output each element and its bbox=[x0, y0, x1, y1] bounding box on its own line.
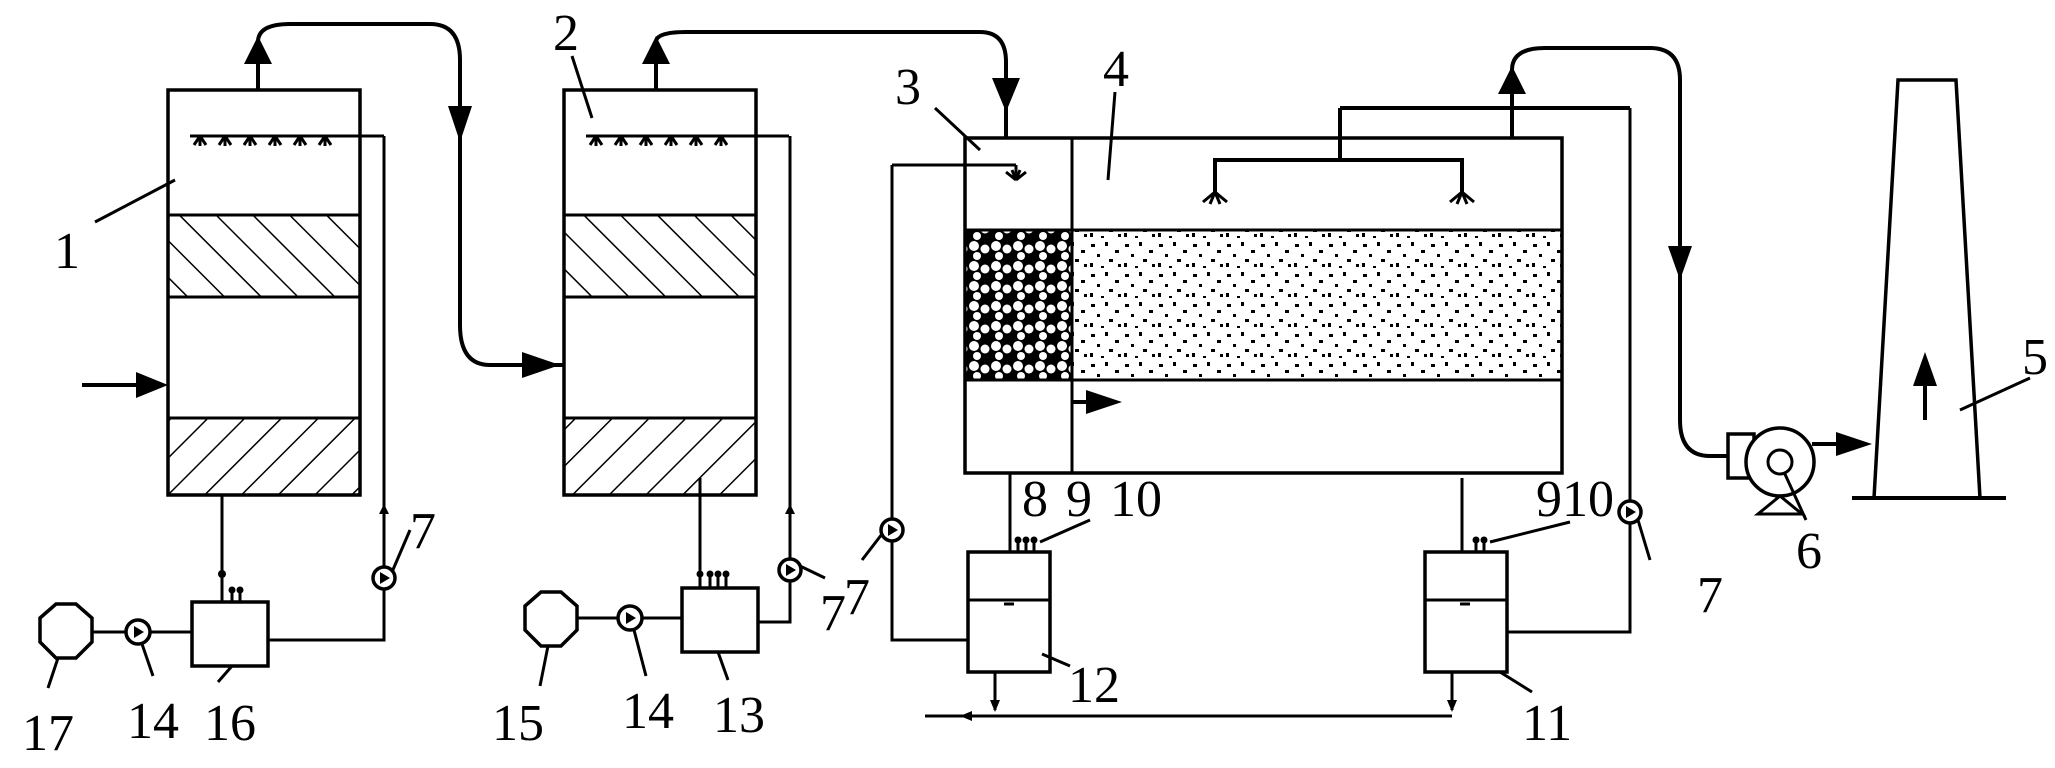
exhaust-stack bbox=[1852, 78, 2031, 500]
label-11: 11 bbox=[1522, 695, 1572, 752]
label-16: 16 bbox=[204, 695, 256, 752]
label-9: 9 bbox=[1066, 471, 1092, 528]
recirc-line-11 bbox=[1507, 108, 1643, 634]
label-910: 910 bbox=[1536, 471, 1614, 528]
gas-line-4-to-6 bbox=[1498, 46, 1728, 458]
scrubber-tower-1 bbox=[166, 88, 384, 497]
label-3: 3 bbox=[895, 59, 921, 116]
gas-line-2-to-3 bbox=[642, 30, 1020, 138]
scrubber-tower-2 bbox=[562, 88, 789, 497]
label-17: 17 bbox=[22, 705, 74, 762]
induced-draft-fan bbox=[1726, 426, 1872, 516]
label-7b: 7 bbox=[820, 585, 846, 642]
label-7a: 7 bbox=[410, 503, 436, 560]
spray-nozzles-1 bbox=[192, 135, 333, 146]
label-8: 8 bbox=[1022, 471, 1048, 528]
component-labels: 1 2 3 4 5 6 7 7 7 7 8 9 10 910 11 12 13 … bbox=[22, 5, 2048, 762]
leader-lines bbox=[46, 55, 1808, 694]
reagent-feed-15 bbox=[523, 590, 682, 648]
label-12: 12 bbox=[1068, 657, 1120, 714]
label-7d: 7 bbox=[1697, 567, 1723, 624]
drain-line bbox=[925, 672, 1457, 721]
label-2: 2 bbox=[553, 5, 579, 62]
label-14a: 14 bbox=[127, 693, 179, 750]
label-4: 4 bbox=[1103, 41, 1129, 98]
label-7c: 7 bbox=[844, 569, 870, 626]
label-10: 10 bbox=[1110, 471, 1162, 528]
label-14b: 14 bbox=[622, 683, 674, 740]
label-5: 5 bbox=[2022, 329, 2048, 386]
label-6: 6 bbox=[1796, 523, 1822, 580]
biofilter-reactor bbox=[892, 106, 1630, 475]
dosing-tank-13 bbox=[680, 136, 803, 654]
recirc-line-12 bbox=[879, 165, 968, 642]
label-1: 1 bbox=[54, 223, 80, 280]
label-15: 15 bbox=[492, 695, 544, 752]
label-13: 13 bbox=[713, 687, 765, 744]
spray-nozzles-2 bbox=[588, 135, 729, 146]
dosing-tank-16 bbox=[190, 136, 397, 668]
circulation-tank-12 bbox=[966, 473, 1091, 674]
gas-inlet-arrow bbox=[82, 372, 168, 398]
reagent-feed-17 bbox=[38, 602, 192, 660]
gas-line-1-to-2 bbox=[244, 22, 564, 378]
circulation-tank-11 bbox=[1423, 478, 1571, 674]
